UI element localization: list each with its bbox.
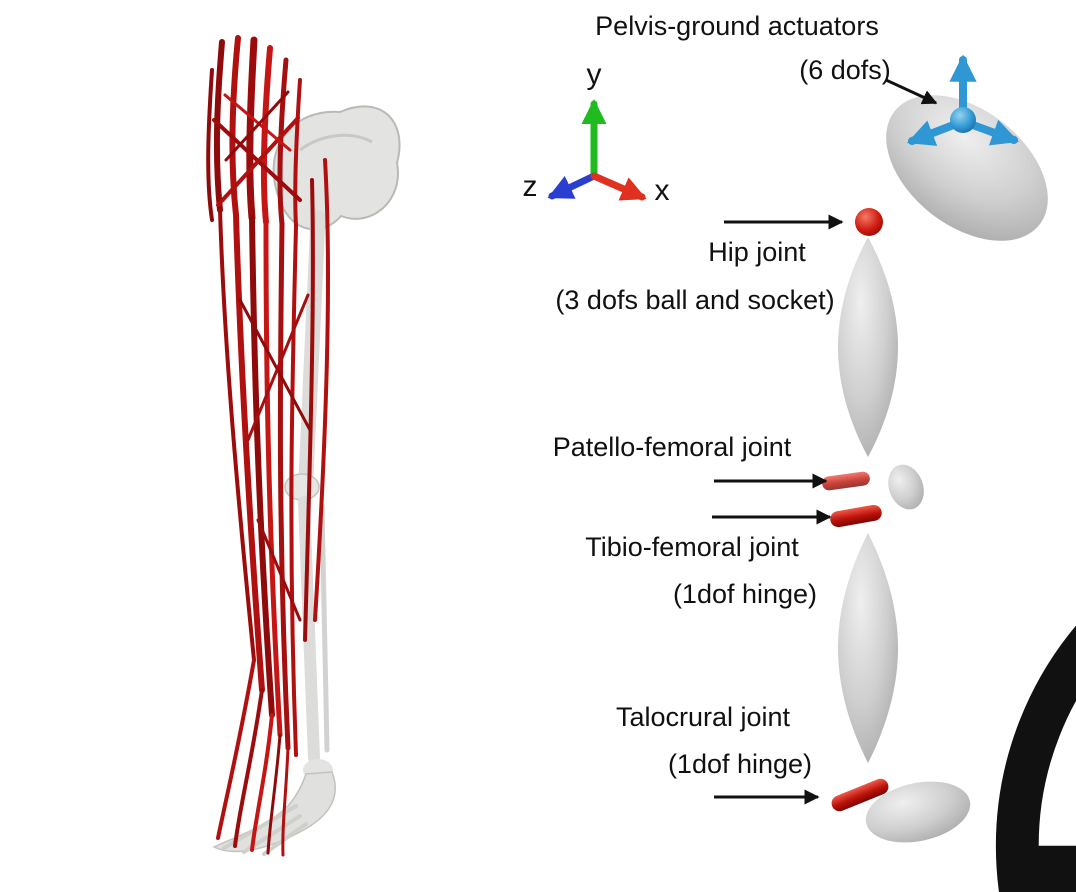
talocrural-label-line2: (1dof hinge) bbox=[667, 749, 813, 779]
patello-femoral-hinge bbox=[822, 471, 870, 491]
hip-joint-label-line1: Hip joint bbox=[708, 237, 806, 267]
patello-femoral-label: Patello-femoral joint bbox=[552, 432, 792, 462]
axis-y-label: y bbox=[586, 58, 602, 91]
hip-joint-label-line2: (3 dofs ball and socket) bbox=[555, 285, 835, 315]
tibio-femoral-label-line1: Tibio-femoral joint bbox=[585, 532, 799, 562]
talocrural-label-line1: Talocrural joint bbox=[615, 702, 791, 732]
multibody-schematic bbox=[822, 54, 1076, 892]
coordinate-axes bbox=[547, 98, 647, 201]
axis-x-arrow bbox=[590, 172, 647, 201]
patella-com-marker bbox=[1016, 524, 1076, 892]
pelvis-actuators-label-line2: (6 dofs) bbox=[799, 55, 891, 85]
foot-segment bbox=[865, 781, 971, 843]
thigh-segment bbox=[838, 237, 898, 457]
musculoskeletal-model bbox=[206, 35, 401, 857]
pelvis-ground-actuator bbox=[906, 54, 1020, 146]
pelvis-actuators-arrow bbox=[885, 78, 938, 105]
axis-z-arrow bbox=[547, 172, 598, 200]
talocrural-hinge bbox=[831, 778, 889, 812]
patella-segment bbox=[888, 464, 924, 510]
actuator-hub bbox=[950, 107, 976, 133]
axis-x-label: x bbox=[654, 174, 670, 207]
muscles bbox=[206, 35, 330, 857]
foot-bones bbox=[212, 771, 336, 853]
shank-segment bbox=[838, 533, 898, 763]
tibio-femoral-label-line2: (1dof hinge) bbox=[672, 579, 818, 609]
tibio-femoral-hinge bbox=[830, 504, 882, 528]
axis-z-label: z bbox=[522, 170, 538, 203]
annotation-arrows bbox=[712, 78, 938, 805]
pelvis-actuators-label-line1: Pelvis-ground actuators bbox=[595, 11, 879, 41]
hip-joint-sphere bbox=[855, 208, 883, 236]
